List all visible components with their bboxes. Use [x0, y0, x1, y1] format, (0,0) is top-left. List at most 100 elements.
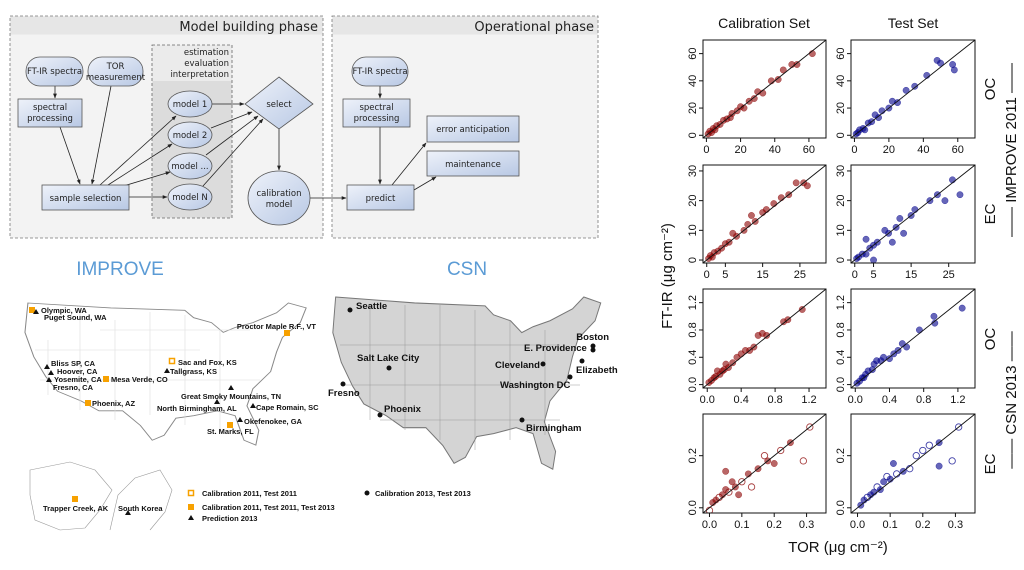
svg-text:Birmingham: Birmingham: [526, 423, 581, 434]
korea-outline: [109, 469, 173, 531]
data-point: [880, 353, 887, 361]
data-point: [911, 82, 919, 90]
legend-dot: [364, 490, 370, 496]
data-point: [903, 343, 910, 351]
data-point: [803, 182, 811, 190]
svg-text:Sac and Fox, KS: Sac and Fox, KS: [178, 358, 237, 367]
y-tick-label: 20: [687, 102, 699, 114]
improve-title: IMPROVE: [76, 259, 164, 280]
svg-text:FT-IR spectra: FT-IR spectra: [352, 67, 407, 77]
y-tick-label: 1.2: [687, 295, 699, 310]
state-borders: [35, 310, 260, 430]
data-points: [705, 179, 811, 262]
panel-frame: [850, 413, 976, 514]
estimation-label: estimation: [184, 48, 229, 58]
calibration-model-node: calibration model: [247, 170, 311, 226]
y-tick-label: 30: [835, 165, 847, 177]
data-point: [792, 179, 800, 187]
data-point: [937, 59, 944, 67]
y-tick-label: 10: [687, 224, 699, 236]
x-tick-label: 1.2: [950, 394, 965, 406]
y-tick-label: 60: [835, 47, 847, 59]
data-point: [955, 423, 963, 431]
data-point: [770, 200, 778, 208]
data-point: [729, 359, 737, 367]
x-tick-label: 0.0: [702, 519, 717, 531]
svg-text:Puget Sound, WA: Puget Sound, WA: [44, 313, 107, 322]
data-point: [750, 95, 758, 102]
data-point: [862, 235, 870, 243]
data-point: [888, 238, 896, 246]
svg-text:error anticipation: error anticipation: [436, 125, 510, 135]
predict-node: predict: [346, 184, 415, 211]
y-tick-label: 20: [835, 195, 847, 207]
data-point: [744, 220, 752, 228]
svg-text:Calibration 2011, Test 2011, T: Calibration 2011, Test 2011, Test 2013: [202, 503, 335, 512]
model-n-node: model N: [167, 183, 213, 211]
csn-site-labels: Seattle Salt Lake City Fresno Phoenix Cl…: [328, 301, 618, 434]
data-point: [875, 114, 882, 121]
error-anticipation-node: error anticipation: [426, 115, 520, 143]
data-points: [853, 304, 966, 387]
one-to-one-line: [851, 165, 975, 263]
maintenance-node: maintenance: [426, 150, 520, 177]
y-tick-label: 40: [687, 75, 699, 87]
data-point: [793, 61, 801, 68]
select-node: select: [244, 76, 314, 130]
data-point: [862, 250, 870, 258]
data-point: [806, 423, 814, 431]
svg-text:processing: processing: [27, 114, 73, 124]
y-tick-label: 20: [687, 195, 699, 207]
x-tick-label: 0.4: [734, 394, 749, 406]
model-1-node: model 1: [167, 90, 213, 118]
data-point: [738, 478, 746, 486]
csn-map: CSN Seattle Salt Lake City Fresno Phoeni…: [328, 259, 618, 498]
ftir-spectra-node: FT-IR spectra: [25, 56, 84, 87]
data-point: [950, 66, 958, 74]
svg-text:Phoenix, AZ: Phoenix, AZ: [92, 399, 135, 408]
x-tick-label: 20: [734, 144, 746, 156]
svg-text:Cape Romain, SC: Cape Romain, SC: [256, 403, 319, 412]
svg-text:spectral: spectral: [33, 103, 67, 113]
x-tick-label: 0: [852, 269, 858, 281]
op-ftir-spectra-node: FT-IR spectra: [351, 56, 409, 87]
data-point: [799, 457, 807, 465]
svg-text:model 1: model 1: [173, 100, 208, 110]
csn-title: CSN: [447, 259, 487, 280]
group-label-csn: —— CSN 2013 ——: [1003, 331, 1020, 469]
row-label-improve-oc: OC: [982, 78, 999, 101]
y-tick-label: 0.0: [687, 377, 699, 392]
x-tick-label: 25: [943, 269, 955, 281]
x-tick-label: 0.0: [700, 394, 715, 406]
y-tick-label: 10: [835, 224, 847, 236]
state-borders: [340, 305, 580, 450]
data-point: [896, 215, 904, 222]
y-tick-label: 0: [835, 132, 847, 138]
data-point: [935, 462, 943, 470]
data-point: [941, 197, 949, 205]
data-point: [886, 355, 893, 363]
svg-text:Washington DC: Washington DC: [500, 380, 570, 391]
spectral-processing-node: spectral processing: [17, 98, 83, 128]
one-to-one-line: [703, 414, 826, 513]
improve-legend: Calibration 2011, Test 2011 Calibration …: [187, 489, 335, 523]
one-to-one-line: [703, 289, 826, 388]
y-tick-label: 0.4: [835, 350, 847, 365]
data-point: [956, 191, 964, 199]
x-tick-label: 20: [883, 144, 895, 156]
data-point: [894, 99, 901, 107]
y-tick-label: 40: [835, 75, 847, 87]
data-point: [890, 460, 897, 467]
model-phase-title: Model building phase: [179, 20, 318, 35]
svg-text:maintenance: maintenance: [445, 160, 501, 170]
data-point: [916, 326, 923, 334]
panel-frame: [702, 288, 827, 389]
flow-arrows: [53, 85, 437, 200]
model-2-node: model 2: [167, 121, 213, 149]
svg-text:calibration: calibration: [257, 189, 302, 199]
y-tick-label: 0.8: [687, 322, 699, 337]
